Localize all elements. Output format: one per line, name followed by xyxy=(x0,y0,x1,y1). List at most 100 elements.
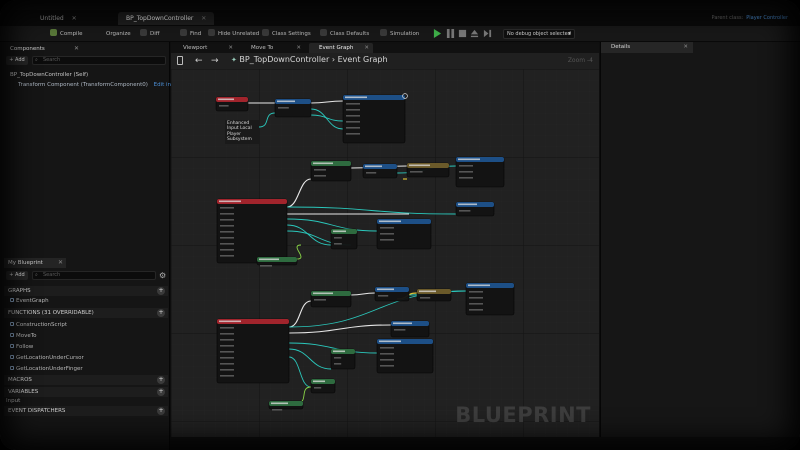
wire xyxy=(288,348,332,370)
close-icon[interactable]: ✕ xyxy=(74,45,80,52)
function-label: ConstructionScript xyxy=(16,322,67,328)
category-variables[interactable]: VARIABLES+ xyxy=(4,387,168,397)
get-location-node-1[interactable] xyxy=(362,163,398,179)
component-self-item[interactable]: BP_TopDownController (Self) xyxy=(10,72,88,78)
add-member-button[interactable]: + Add xyxy=(6,271,28,280)
components-search-input[interactable]: ⌕ Search xyxy=(32,56,166,65)
compile-button[interactable]: Compile xyxy=(50,29,83,39)
category-macros[interactable]: MACROS+ xyxy=(4,375,168,385)
gear-icon xyxy=(262,29,269,36)
eject-icon[interactable] xyxy=(470,29,479,38)
function-item[interactable]: ConstructionScript xyxy=(10,322,67,328)
tab-untitled[interactable]: Untitled ✕ xyxy=(32,12,85,25)
settings-gear-icon[interactable]: ⚙ xyxy=(159,271,167,280)
simulation-button[interactable]: Simulation xyxy=(380,29,419,39)
enhanced-input-event-node-1[interactable] xyxy=(216,198,288,264)
get-location-node-2[interactable] xyxy=(374,286,410,302)
set-timer-node-1[interactable] xyxy=(455,201,495,217)
set-timer-node-2[interactable] xyxy=(390,320,430,338)
close-icon[interactable]: ✕ xyxy=(58,259,64,266)
function-item[interactable]: MoveTo xyxy=(10,333,37,339)
graph-canvas[interactable]: Enhanced Input Local Player Subsystem BL… xyxy=(171,69,599,437)
close-icon[interactable]: ✕ xyxy=(296,45,301,51)
graph-tab-strip: Viewport✕ Move To✕ Event Graph✕ xyxy=(171,42,599,53)
debug-object-select[interactable]: No debug object selected ▾ xyxy=(503,29,575,39)
find-button[interactable]: Find xyxy=(180,29,201,39)
wire xyxy=(286,224,332,246)
branch-node-2[interactable] xyxy=(330,348,356,370)
float-var-node-2[interactable] xyxy=(268,400,304,411)
back-arrow-icon[interactable]: ← xyxy=(195,56,203,66)
category-functions[interactable]: FUNCTIONS (31 OVERRIDABLE)+ xyxy=(4,308,168,318)
event-beginplay-node[interactable] xyxy=(215,96,249,112)
add-variable-icon[interactable]: + xyxy=(157,388,165,396)
diff-label: Diff xyxy=(150,31,160,37)
function-item[interactable]: GetLocationUnderFinger xyxy=(10,366,83,372)
simple-move-node-1[interactable] xyxy=(455,156,505,188)
variable-category-input[interactable]: Input xyxy=(6,398,20,404)
reroute-node-2[interactable] xyxy=(310,378,336,394)
details-tab[interactable]: Details ✕ xyxy=(601,42,693,53)
close-icon[interactable]: ✕ xyxy=(228,45,233,51)
diff-button[interactable]: Diff xyxy=(140,29,160,39)
pause-icon[interactable] xyxy=(446,29,455,38)
graph-menu-icon[interactable] xyxy=(177,56,183,65)
close-icon[interactable]: ✕ xyxy=(683,44,688,50)
add-macro-icon[interactable]: + xyxy=(157,376,165,384)
get-controlled-pawn-node-1[interactable] xyxy=(310,160,352,182)
spawn-fx-node-1[interactable] xyxy=(376,218,432,250)
components-tab[interactable]: Components xyxy=(0,44,45,54)
search-icon xyxy=(180,29,187,36)
enhanced-input-event-node-2[interactable] xyxy=(216,318,290,384)
add-dispatcher-icon[interactable]: + xyxy=(157,407,165,415)
close-icon[interactable]: ✕ xyxy=(201,15,207,22)
function-item[interactable]: Follow xyxy=(10,344,33,350)
component-transform-item[interactable]: Transform Component (TransformComponent0… xyxy=(18,82,186,88)
spawn-fx-node-2[interactable] xyxy=(376,338,434,374)
search-placeholder: Search xyxy=(43,272,61,278)
class-settings-button[interactable]: Class Settings xyxy=(262,29,311,39)
function-item[interactable]: GetLocationUnderCursor xyxy=(10,355,84,361)
organize-button[interactable]: Organize xyxy=(106,29,131,39)
function-label: GetLocationUnderCursor xyxy=(16,355,84,361)
close-icon[interactable]: ✕ xyxy=(364,45,369,51)
breadcrumb-root[interactable]: BP_TopDownController xyxy=(239,55,330,64)
add-function-icon[interactable]: + xyxy=(157,309,165,317)
vector-math-node-2[interactable] xyxy=(416,288,452,302)
add-component-button[interactable]: + Add xyxy=(6,56,28,65)
wire xyxy=(286,218,378,232)
category-event-dispatchers[interactable]: EVENT DISPATCHERS+ xyxy=(4,406,168,416)
my-blueprint-tab[interactable]: My Blueprint xyxy=(0,258,43,268)
branch-node-1[interactable] xyxy=(330,228,358,250)
forward-arrow-icon[interactable]: → xyxy=(211,56,219,66)
my-blueprint-search-input[interactable]: ⌕ Search xyxy=(32,271,156,280)
class-defaults-button[interactable]: Class Defaults xyxy=(320,29,369,39)
tab-event-graph[interactable]: Event Graph✕ xyxy=(309,43,373,53)
graph-item-eventgraph[interactable]: EventGraph xyxy=(10,298,49,304)
parent-class-info: Parent class:Player Controller xyxy=(712,15,788,21)
get-controlled-pawn-node-2[interactable] xyxy=(310,290,352,308)
hide-unrelated-button[interactable]: Hide Unrelated xyxy=(208,29,259,39)
simple-move-node-2[interactable] xyxy=(465,282,515,316)
float-var-node-1[interactable] xyxy=(256,256,298,267)
tab-viewport[interactable]: Viewport✕ xyxy=(173,43,237,53)
close-icon[interactable]: ✕ xyxy=(71,15,77,22)
parent-class-link[interactable]: Player Controller xyxy=(746,15,788,21)
category-graphs[interactable]: GRAPHS+ xyxy=(4,286,168,296)
frame-skip-icon[interactable] xyxy=(483,29,492,38)
stop-icon[interactable] xyxy=(458,29,467,38)
vector-math-node-1[interactable] xyxy=(406,162,450,178)
add-graph-icon[interactable]: + xyxy=(157,287,165,295)
breadcrumb: ✦ BP_TopDownController › Event Graph xyxy=(231,55,388,64)
cast-node[interactable] xyxy=(274,98,312,118)
play-icon[interactable] xyxy=(433,29,442,38)
tab-bp-topdowncontroller[interactable]: BP_TopDownController ✕ xyxy=(118,12,215,25)
graph-circle-icon[interactable] xyxy=(402,93,408,99)
enhanced-input-subsystem-label: Enhanced Input Local Player Subsystem xyxy=(225,120,259,144)
subsystem-line: Input Local xyxy=(227,126,252,132)
edit-in-cpp-link[interactable]: Edit in C++ xyxy=(153,82,186,88)
diff-icon xyxy=(140,29,147,36)
add-mapping-context-node[interactable] xyxy=(342,94,406,144)
tab-move-to[interactable]: Move To✕ xyxy=(241,43,305,53)
